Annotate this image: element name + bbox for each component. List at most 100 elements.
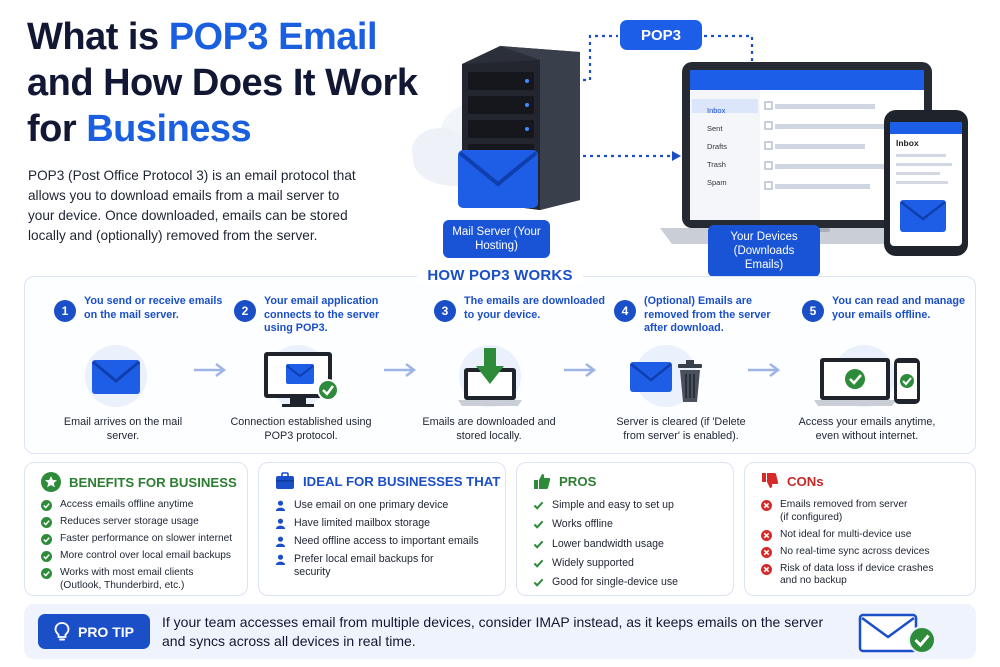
list-item: Not ideal for multi-device use	[761, 529, 946, 542]
card-title: PROS	[559, 473, 597, 489]
list-item: Lower bandwidth usage	[533, 538, 678, 551]
envelope-trash-icon	[630, 345, 702, 407]
phone-icon	[884, 110, 968, 256]
step-number: 4	[614, 300, 636, 322]
ideal-for-card: IDEAL FOR BUSINESSES THAT Use email on o…	[258, 462, 506, 596]
user-icon	[275, 500, 286, 511]
pro-tip-text: If your team accesses email from multipl…	[162, 614, 824, 649]
cons-list: Emails removed from server (if configure…	[761, 499, 946, 592]
laptop-icon	[660, 62, 956, 244]
envelope-check-icon	[858, 613, 936, 654]
cons-card: CONs Emails removed from server (if conf…	[744, 462, 976, 596]
page-title: What is POP3 Email and How Does It Work …	[27, 14, 447, 152]
mail-server-label: Mail Server (Your Hosting)	[443, 220, 550, 258]
x-circle-icon	[761, 500, 772, 511]
step-number: 1	[54, 300, 76, 322]
envelope-icon	[458, 150, 538, 208]
step-number: 3	[434, 300, 456, 322]
star-badge-icon	[41, 472, 61, 492]
check-icon	[533, 501, 544, 510]
card-title: BENEFITS FOR BUSINESS	[69, 474, 237, 490]
x-circle-icon	[761, 546, 772, 558]
list-item: Reduces server storage usage	[41, 516, 232, 529]
benefits-list: Access emails offline anytime Reduces se…	[41, 499, 232, 597]
list-item: Works with most email clients (Outlook, …	[41, 567, 211, 592]
check-circle-icon	[41, 551, 52, 562]
thumbs-up-icon	[534, 474, 551, 489]
ideal-list: Use email on one primary device Have lim…	[275, 499, 479, 584]
list-item: Have limited mailbox storage	[275, 517, 479, 530]
lightbulb-icon	[54, 621, 70, 640]
briefcase-icon	[276, 472, 294, 489]
list-item: Good for single-device use	[533, 576, 678, 589]
step-number: 2	[234, 300, 256, 322]
card-title: CONs	[787, 473, 824, 489]
user-icon	[275, 518, 286, 529]
user-icon	[275, 554, 286, 565]
x-circle-icon	[761, 529, 772, 541]
hero-illustration: POP3 Inbox Sent Drafts Trash Spam Inbox …	[0, 0, 1000, 277]
benefits-card: BENEFITS FOR BUSINESS Access emails offl…	[24, 462, 248, 596]
list-item: Prefer local email backups for security	[275, 553, 435, 578]
menu-item-inbox: Inbox	[707, 106, 726, 115]
list-item: Works offline	[533, 518, 678, 531]
check-icon	[533, 559, 544, 568]
step-caption: Connection established using POP3 protoc…	[230, 416, 372, 442]
step-title: (Optional) Emails are removed from the s…	[644, 295, 771, 334]
list-item: Faster performance on slower internet	[41, 533, 232, 546]
step-caption: Access your emails anytime, even without…	[798, 416, 936, 442]
pros-list: Simple and easy to set up Works offline …	[533, 499, 678, 595]
download-laptop-icon	[458, 345, 522, 407]
step-title: You send or receive emails on the mail s…	[84, 295, 223, 321]
step-caption: Server is cleared (if 'Delete from serve…	[616, 416, 746, 442]
intro-paragraph: POP3 (Post Office Protocol 3) is an emai…	[28, 168, 356, 243]
check-icon	[533, 578, 544, 587]
pros-card: PROS Simple and easy to set up Works off…	[516, 462, 734, 596]
check-icon	[533, 520, 544, 530]
list-item: Risk of data loss if device crashes and …	[761, 563, 946, 588]
arrow-right-icon	[384, 363, 417, 377]
title-text: What is	[27, 16, 169, 58]
check-circle-icon	[41, 534, 52, 545]
your-devices-label: Your Devices (Downloads Emails)	[708, 225, 820, 277]
list-item: Access emails offline anytime	[41, 499, 232, 512]
check-circle-icon	[41, 517, 52, 528]
title-highlight-business: Business	[86, 108, 252, 150]
thumbs-down-icon	[762, 473, 779, 488]
pro-tip-banner: PRO TIP If your team accesses email from…	[24, 604, 976, 659]
step-title: The emails are downloaded to your device…	[464, 295, 605, 321]
phone-inbox-title: Inbox	[896, 138, 919, 148]
title-highlight-pop3: POP3 Email	[168, 16, 378, 58]
user-icon	[275, 536, 286, 547]
arrow-right-icon	[564, 363, 597, 377]
arrow-right-icon	[194, 363, 227, 377]
menu-item-sent: Sent	[707, 124, 723, 133]
list-item: Simple and easy to set up	[533, 499, 678, 512]
step-title: You can read and manage your emails offl…	[832, 295, 965, 321]
devices-check-icon	[814, 345, 920, 407]
menu-item-trash: Trash	[707, 160, 726, 169]
list-item: Widely supported	[533, 557, 678, 570]
pop3-badge: POP3	[620, 20, 702, 50]
step-caption: Email arrives on the mail server.	[63, 416, 183, 442]
list-item: Need offline access to important emails	[275, 535, 479, 548]
list-item: More control over local email backups	[41, 550, 232, 563]
title-text-2: and How Does It Work for	[27, 62, 418, 150]
check-circle-icon	[41, 568, 52, 579]
step-caption: Emails are downloaded and stored locally…	[422, 416, 556, 442]
menu-item-spam: Spam	[707, 178, 727, 187]
list-item: Use email on one primary device	[275, 499, 479, 512]
how-pop3-works-title: HOW POP3 WORKS	[0, 267, 1000, 285]
x-circle-icon	[761, 563, 772, 575]
laptop-mail-menu: Inbox Sent Drafts Trash Spam	[695, 102, 759, 192]
pro-tip-badge: PRO TIP	[38, 614, 150, 649]
check-icon	[533, 540, 544, 549]
list-item: No real-time sync across devices	[761, 546, 946, 559]
list-item: Emails removed from server (if configure…	[761, 499, 911, 524]
monitor-check-icon	[264, 345, 338, 407]
check-circle-icon	[41, 500, 52, 511]
step-number: 5	[802, 300, 824, 322]
menu-item-drafts: Drafts	[707, 142, 728, 151]
step-title: Your email application connects to the s…	[264, 295, 380, 334]
arrow-right-icon	[748, 363, 781, 377]
